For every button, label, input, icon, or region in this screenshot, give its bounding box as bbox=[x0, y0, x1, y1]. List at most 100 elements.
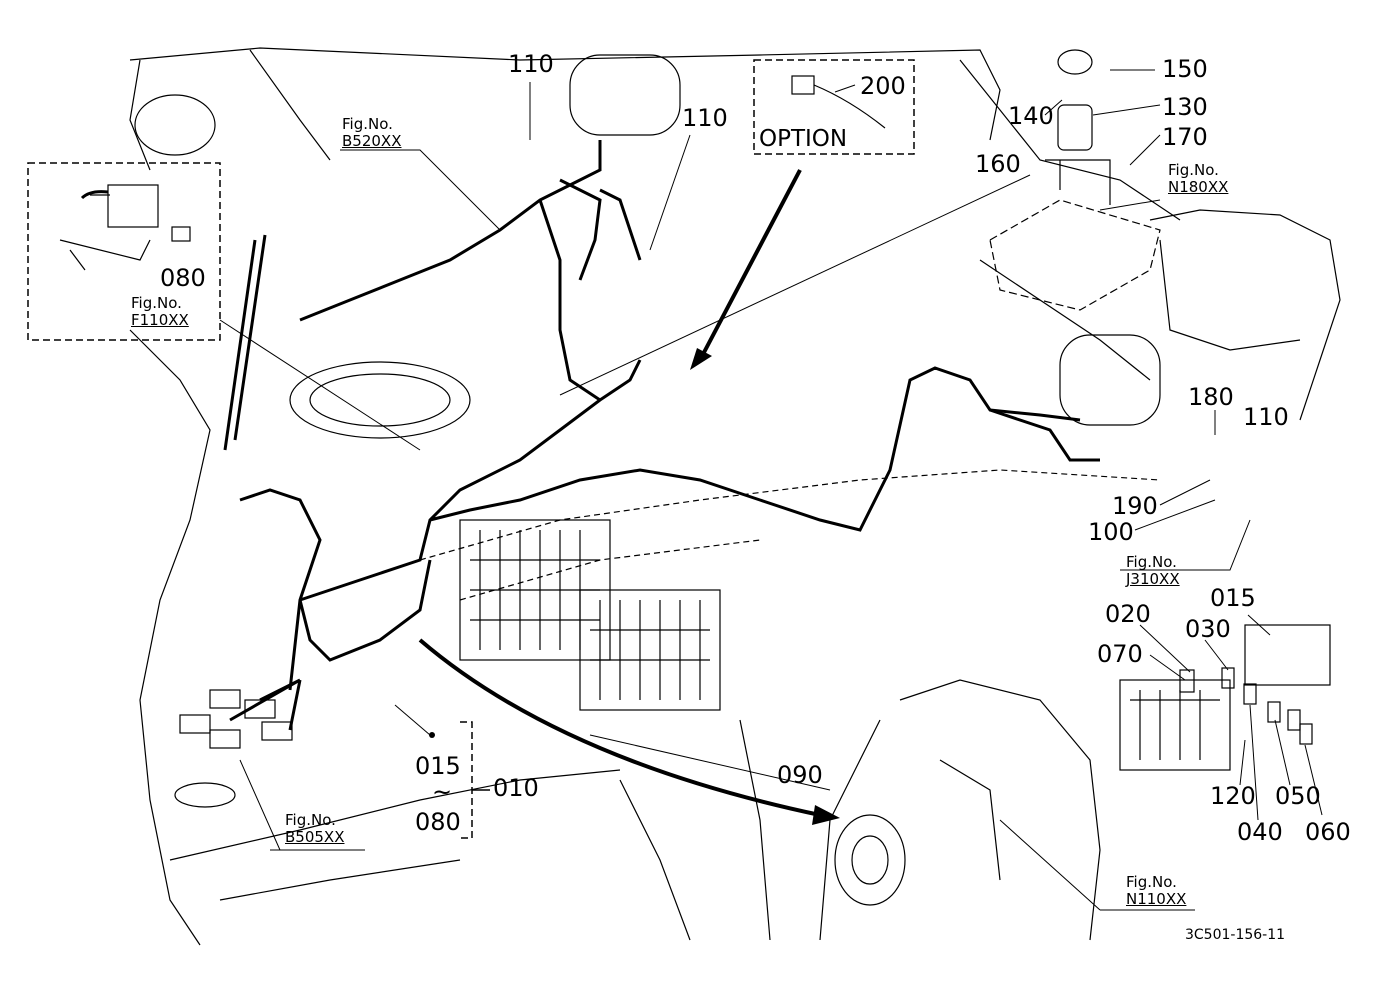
battery-right bbox=[579, 589, 721, 711]
figure-ref-n110: Fig.No. N110XX bbox=[1126, 874, 1186, 908]
right-console bbox=[1149, 209, 1341, 421]
arrow-090 bbox=[418, 638, 821, 817]
leader-020 bbox=[1139, 624, 1191, 673]
fender-right bbox=[819, 679, 1101, 941]
figure-ref-n180: Fig.No. N180XX bbox=[1168, 162, 1228, 196]
figure-ref-number: F110XX bbox=[131, 311, 189, 329]
headrest-top bbox=[569, 54, 681, 136]
part-060: 060 bbox=[1305, 818, 1351, 846]
part-150: 150 bbox=[1162, 55, 1208, 83]
fuse-030 bbox=[1221, 667, 1235, 689]
connector-a bbox=[209, 689, 241, 709]
part-110-mid: 110 bbox=[682, 104, 728, 132]
figure-ref-number: B520XX bbox=[342, 132, 402, 150]
option-label: OPTION bbox=[759, 126, 848, 152]
drawing-reference: 3C501-156-11 bbox=[1185, 927, 1286, 943]
leader-110-mid bbox=[649, 134, 691, 251]
cab-outline bbox=[129, 47, 1181, 381]
leader-190 bbox=[1159, 479, 1211, 506]
beacon-base bbox=[1057, 104, 1093, 151]
arrow-option bbox=[698, 169, 802, 361]
fuse-060 bbox=[1299, 723, 1313, 745]
figure-ref-b505: Fig.No. B505XX bbox=[285, 812, 344, 846]
part-110-top: 110 bbox=[508, 50, 554, 78]
fuse-box bbox=[1119, 679, 1231, 771]
figure-ref-b520: Fig.No. B520XX bbox=[342, 116, 401, 150]
figure-ref-number: N180XX bbox=[1168, 178, 1229, 196]
fuse-050 bbox=[1267, 701, 1281, 723]
part-180: 180 bbox=[1188, 383, 1234, 411]
leader-010 bbox=[394, 704, 431, 736]
part-040: 040 bbox=[1237, 818, 1283, 846]
leader-015 bbox=[1247, 614, 1271, 636]
option-box bbox=[753, 59, 915, 155]
n180-plate bbox=[989, 199, 1161, 311]
fender-lines bbox=[619, 719, 771, 941]
figure-ref-number: B505XX bbox=[285, 828, 345, 846]
leader-130 bbox=[1092, 104, 1161, 116]
harness-upper bbox=[299, 140, 602, 402]
part-170: 170 bbox=[1162, 123, 1208, 151]
leader-090 bbox=[589, 734, 831, 791]
figure-ref-prefix: Fig.No. bbox=[1126, 873, 1177, 891]
part-080-range: 080 bbox=[415, 808, 461, 836]
figure-ref-prefix: Fig.No. bbox=[342, 115, 393, 133]
leader-170 bbox=[1129, 134, 1161, 166]
wiper bbox=[223, 234, 267, 451]
figure-ref-j310: Fig.No. J310XX bbox=[1126, 554, 1180, 588]
leader-060 bbox=[1304, 744, 1323, 816]
part-090: 090 bbox=[777, 761, 823, 789]
beacon-cap bbox=[1057, 49, 1093, 75]
part-110-right: 110 bbox=[1243, 403, 1289, 431]
leader-b505 bbox=[239, 759, 365, 851]
figure-ref-prefix: Fig.No. bbox=[1126, 553, 1177, 571]
lamp-top-left bbox=[134, 94, 216, 156]
harness-right bbox=[989, 408, 1100, 462]
part-030: 030 bbox=[1185, 615, 1231, 643]
headrest-right bbox=[1059, 334, 1161, 426]
leader-070 bbox=[1149, 654, 1186, 681]
leader-n110 bbox=[999, 819, 1195, 911]
harness-branch bbox=[229, 678, 302, 731]
leader-160 bbox=[559, 174, 1031, 396]
figure-ref-prefix: Fig.No. bbox=[131, 294, 182, 312]
part-100: 100 bbox=[1088, 518, 1134, 546]
leader-120 bbox=[1239, 739, 1246, 786]
part-120: 120 bbox=[1210, 782, 1256, 810]
harness-main bbox=[239, 359, 1081, 691]
harness-rear bbox=[559, 178, 642, 281]
part-200: 200 bbox=[860, 72, 906, 100]
leader-050 bbox=[1274, 719, 1291, 786]
part-080-inset: 080 bbox=[160, 264, 206, 292]
part-070: 070 bbox=[1097, 640, 1143, 668]
part-050: 050 bbox=[1275, 782, 1321, 810]
part-130: 130 bbox=[1162, 93, 1208, 121]
part-015-range: 015 bbox=[415, 752, 461, 780]
steering-wheel bbox=[289, 361, 471, 439]
leader-n180 bbox=[1099, 199, 1161, 211]
leader-b520 bbox=[340, 149, 501, 231]
figure-ref-prefix: Fig.No. bbox=[285, 811, 336, 829]
harness-low bbox=[298, 559, 432, 662]
frame-line-bottom bbox=[169, 769, 621, 901]
fuse-cover bbox=[1244, 624, 1331, 686]
lamp-bottom-left bbox=[174, 782, 236, 808]
leader-100 bbox=[1134, 499, 1216, 531]
fuse-060b bbox=[1287, 709, 1301, 731]
frame-line-left bbox=[129, 329, 211, 946]
part-015-right: 015 bbox=[1210, 584, 1256, 612]
range-bracket bbox=[460, 721, 473, 839]
range-separator: ~ bbox=[432, 778, 453, 806]
leader-040 bbox=[1249, 704, 1259, 821]
fuse-020 bbox=[1179, 669, 1195, 693]
leader-j310 bbox=[1120, 519, 1251, 571]
leader-200 bbox=[834, 84, 856, 93]
fuse-040 bbox=[1243, 683, 1257, 705]
part-190: 190 bbox=[1112, 492, 1158, 520]
beacon-bracket bbox=[1045, 159, 1111, 205]
floor-dashed bbox=[419, 469, 1161, 601]
range-dot bbox=[429, 732, 435, 738]
part-160: 160 bbox=[975, 150, 1021, 178]
